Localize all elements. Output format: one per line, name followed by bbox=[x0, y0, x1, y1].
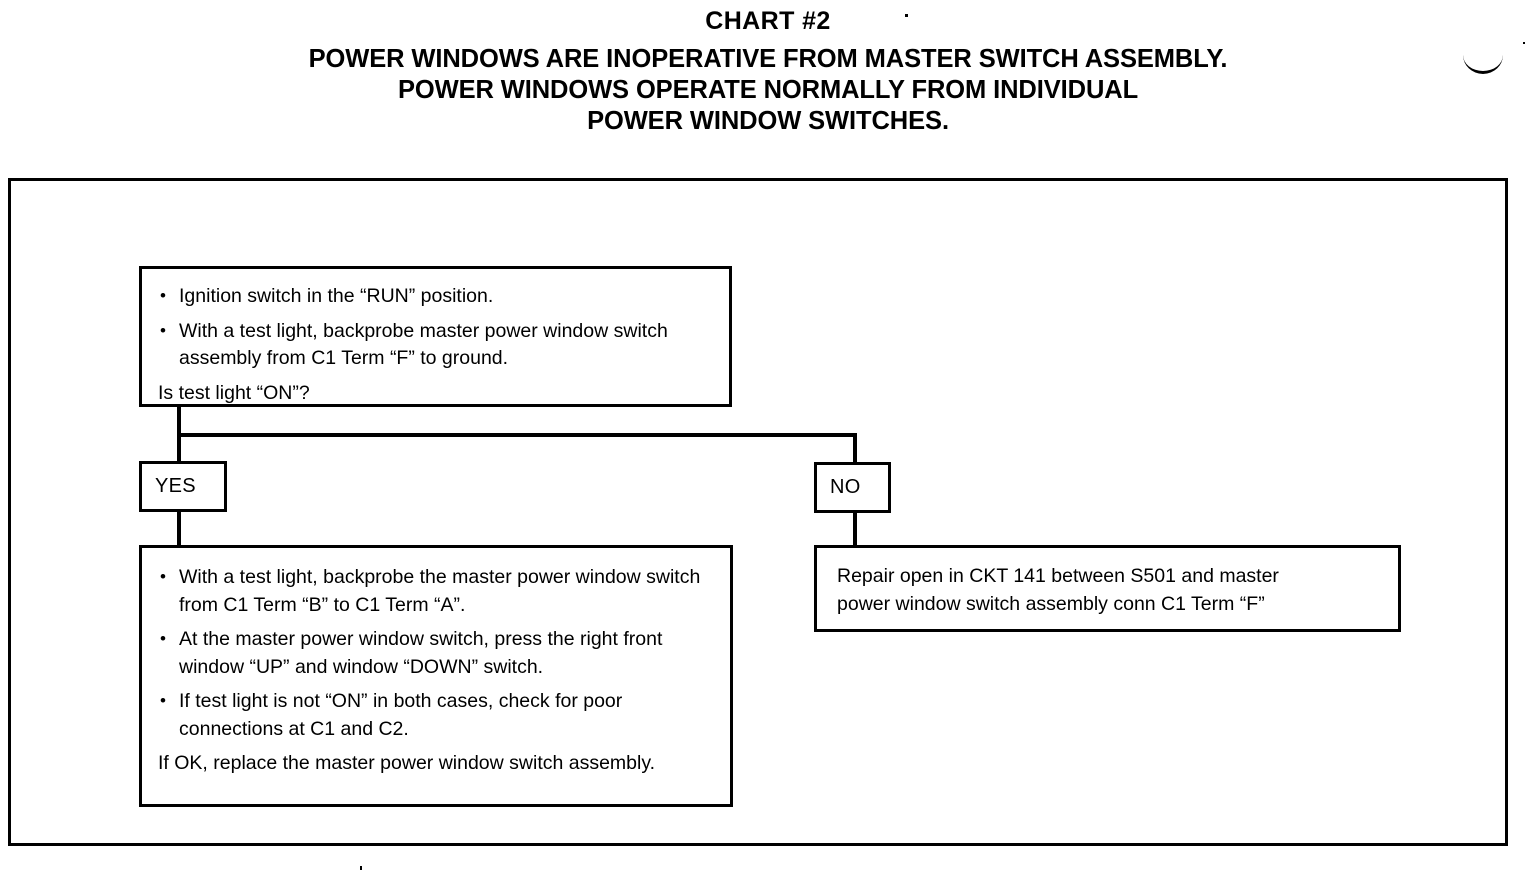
diagram-frame bbox=[8, 178, 1508, 846]
no-action-line-1: Repair open in CKT 141 between S501 and … bbox=[837, 565, 1279, 587]
scan-artifact-dot-top-center bbox=[905, 14, 908, 17]
decision-bullet-list: Ignition switch in the “RUN” position. W… bbox=[158, 282, 717, 373]
connector-to-no bbox=[853, 433, 857, 464]
branch-label-no-text: NO bbox=[830, 476, 861, 498]
yes-action-bullet-2: At the master power window switch, press… bbox=[158, 625, 718, 681]
page-title: CHART #2 POWER WINDOWS ARE INOPERATIVE F… bbox=[0, 0, 1536, 137]
scan-artifact-dot-bottom bbox=[360, 866, 362, 870]
no-action-box: Repair open in CKT 141 between S501 and … bbox=[814, 545, 1401, 632]
title-line-3: POWER WINDOW SWITCHES. bbox=[587, 107, 949, 135]
no-action-line-2: power window switch assembly conn C1 Ter… bbox=[837, 593, 1265, 615]
yes-action-bullet-3: If test light is not “ON” in both cases,… bbox=[158, 687, 718, 743]
yes-action-bullet-1: With a test light, backprobe the master … bbox=[158, 563, 718, 619]
connector-decision-stem bbox=[177, 407, 181, 437]
decision-box: Ignition switch in the “RUN” position. W… bbox=[139, 266, 732, 407]
scan-artifact-dot-top-right bbox=[1523, 42, 1525, 44]
connector-no-to-action bbox=[853, 511, 857, 547]
branch-label-yes: YES bbox=[139, 461, 227, 512]
branch-label-yes-text: YES bbox=[155, 475, 196, 497]
decision-bullet-2: With a test light, backprobe master powe… bbox=[158, 317, 717, 373]
title-line-1: POWER WINDOWS ARE INOPERATIVE FROM MASTE… bbox=[308, 45, 1228, 73]
chart-number: CHART #2 bbox=[705, 7, 831, 35]
yes-action-box: With a test light, backprobe the master … bbox=[139, 545, 733, 807]
yes-action-closing: If OK, replace the master power window s… bbox=[158, 752, 656, 774]
title-line-2: POWER WINDOWS OPERATE NORMALLY FROM INDI… bbox=[397, 76, 1139, 104]
yes-action-bullet-list: With a test light, backprobe the master … bbox=[158, 563, 718, 743]
decision-question: Is test light “ON”? bbox=[158, 381, 310, 404]
title-lines: POWER WINDOWS ARE INOPERATIVE FROM MASTE… bbox=[0, 44, 1536, 137]
decision-bullet-1: Ignition switch in the “RUN” position. bbox=[158, 282, 717, 311]
scan-artifact-curve bbox=[1463, 55, 1503, 74]
connector-yes-to-action bbox=[177, 510, 181, 547]
branch-label-no: NO bbox=[814, 462, 891, 513]
connector-to-yes bbox=[177, 433, 181, 463]
connector-branch-bar bbox=[177, 433, 856, 437]
